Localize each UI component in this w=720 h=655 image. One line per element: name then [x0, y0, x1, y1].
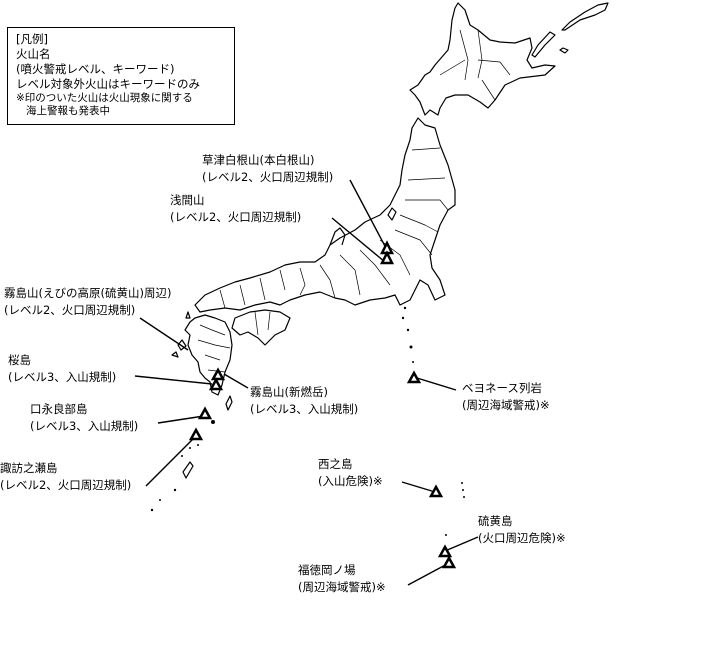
label-bayonnaise-rocks: ベヨネース列岩 (周辺海域警戒)※ — [462, 380, 550, 414]
nansei-islands-dots — [150, 420, 215, 512]
kuchinoerabu-marker — [197, 406, 213, 420]
volcano-status: (レベル2、火口周辺規制) — [170, 210, 302, 224]
legend-alert-format: (噴火警戒レベル、キーワード) — [16, 62, 175, 76]
label-nishinoshima: 西之島 (入山危険)※ — [318, 456, 383, 490]
volcano-status: (火口周辺危険)※ — [478, 531, 566, 545]
legend-box: [凡例] 火山名 (噴火警戒レベル、キーワード) レベル対象外火山はキーワードの… — [7, 27, 235, 125]
label-kirishima-shinmoe: 霧島山(新燃岳) (レベル3、入山規制) — [250, 384, 358, 418]
fukutoku-okanoba-marker — [441, 555, 457, 569]
volcano-name: 桜島 — [8, 353, 31, 367]
shikoku-outline — [231, 309, 291, 346]
hokkaido-prefecture-lines — [439, 29, 511, 101]
coastline-outlines — [150, 2, 609, 536]
nishinoshima-marker — [428, 484, 444, 498]
volcano-name: 西之島 — [318, 457, 353, 471]
volcano-name: 霧島山(新燃岳) — [250, 385, 328, 399]
legend-title: [凡例] — [16, 32, 48, 46]
volcano-status: (入山危険)※ — [318, 474, 383, 488]
shikoku-prefecture-lines — [254, 311, 271, 336]
label-kuchinoerabu: 口永良部島 (レベル3、入山規制) — [30, 401, 138, 435]
izu-islands — [401, 306, 414, 363]
volcano-name: ベヨネース列岩 — [462, 381, 542, 395]
sakurajima-marker — [208, 377, 224, 391]
sado-island — [387, 207, 397, 221]
volcano-name: 口永良部島 — [30, 402, 88, 416]
kirishima-shinmoe-marker — [210, 367, 226, 381]
volcano-name: 諏訪之瀬島 — [0, 461, 58, 475]
suwanosejima-marker — [188, 427, 204, 441]
volcano-name: 浅間山 — [170, 193, 205, 207]
ogasawara-islands — [445, 482, 465, 536]
legend-volcano-name: 火山名 — [16, 47, 51, 61]
volcano-name: 霧島山(えびの高原(硫黄山)周辺) — [4, 286, 172, 300]
amami-islands — [182, 461, 194, 479]
kuril-islands — [531, 2, 609, 58]
goto-islands — [171, 311, 191, 358]
legend-note-cont: 海上警報も発表中 — [26, 105, 110, 117]
label-asamayama: 浅間山 (レベル2、火口周辺規制) — [170, 192, 301, 226]
volcano-status: (レベル2、火口周辺規制) — [4, 303, 136, 317]
label-kirishima-ebino: 霧島山(えびの高原(硫黄山)周辺) (レベル2、火口周辺規制) — [4, 285, 171, 319]
kyushu-outline — [184, 314, 233, 396]
volcano-status: (レベル2、火口周辺規制) — [0, 478, 132, 492]
volcano-status: (周辺海域警戒)※ — [298, 580, 386, 594]
volcano-name: 福徳岡ノ場 — [298, 563, 356, 577]
legend-note: ※印のついた火山は火山現象に関する — [16, 92, 193, 104]
volcano-status: (レベル2、火口周辺規制) — [202, 170, 334, 184]
label-iojima: 硫黄島 (火口周辺危険)※ — [478, 513, 566, 547]
honshu-outline — [194, 117, 456, 313]
bayonnaise-rocks-marker — [406, 370, 422, 384]
leader-lines — [134, 179, 479, 586]
iojima-marker — [437, 544, 453, 558]
label-sakurajima: 桜島 (レベル3、入山規制) — [8, 352, 116, 386]
volcano-status: (レベル3、入山規制) — [250, 402, 359, 416]
volcano-name: 硫黄島 — [478, 514, 513, 528]
label-suwanosejima: 諏訪之瀬島 (レベル2、火口周辺規制) — [0, 460, 131, 494]
volcano-status: (周辺海域警戒)※ — [462, 398, 550, 412]
volcano-markers — [188, 240, 457, 569]
volcano-name: 草津白根山(本白根山) — [202, 153, 315, 167]
honshu-prefecture-lines — [219, 147, 449, 309]
kyushu-prefecture-lines — [197, 324, 231, 373]
label-fukutoku-okanoba: 福徳岡ノ場 (周辺海域警戒)※ — [298, 562, 386, 596]
asamayama-marker — [379, 250, 395, 265]
volcano-status: (レベル3、入山規制) — [30, 419, 139, 433]
tanegashima — [225, 395, 233, 411]
noto-peninsula — [329, 227, 346, 246]
volcano-status: (レベル3、入山規制) — [8, 370, 117, 384]
legend-keyword-only: レベル対象外火山はキーワードのみ — [16, 77, 200, 91]
hokkaido-outline — [409, 2, 556, 116]
label-kusatsu-shirane: 草津白根山(本白根山) (レベル2、火口周辺規制) — [202, 152, 333, 186]
